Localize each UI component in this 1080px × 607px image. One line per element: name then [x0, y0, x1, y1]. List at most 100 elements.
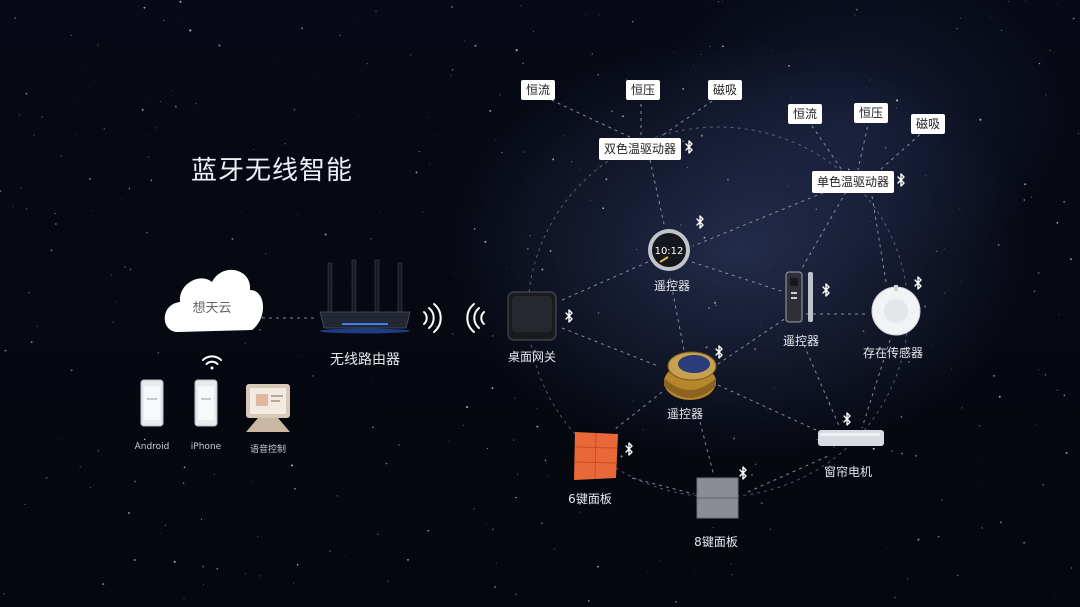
star	[213, 474, 215, 476]
star	[896, 99, 899, 102]
star	[1049, 49, 1052, 52]
link-watch-bar	[691, 261, 785, 293]
star	[869, 220, 871, 222]
star	[143, 438, 146, 441]
bar-remote-icon	[785, 271, 813, 323]
star	[713, 301, 717, 304]
star	[533, 349, 536, 352]
star	[407, 559, 409, 561]
star	[1044, 374, 1047, 376]
star	[231, 238, 234, 240]
router-label: 无线路由器	[330, 352, 400, 368]
bluetooth-icon	[914, 276, 922, 290]
dual-color-driver-tag: 双色温驱动器	[599, 138, 682, 160]
star	[296, 563, 299, 566]
star	[815, 208, 818, 211]
star	[600, 343, 602, 345]
star	[267, 292, 269, 294]
star	[668, 60, 670, 61]
star	[18, 114, 21, 116]
star	[760, 325, 762, 326]
link-single-watch	[692, 189, 831, 247]
star	[398, 444, 400, 446]
star	[659, 559, 661, 561]
star	[61, 121, 63, 123]
star	[418, 151, 420, 152]
star	[1025, 458, 1027, 460]
star	[427, 116, 429, 118]
star	[282, 569, 284, 571]
star	[844, 153, 846, 155]
gold-remote-label: 遥控器	[666, 407, 704, 421]
star	[943, 292, 946, 294]
star	[259, 575, 261, 577]
star	[570, 161, 573, 163]
star	[682, 87, 685, 90]
star	[997, 244, 1000, 246]
star	[316, 74, 317, 76]
star	[597, 312, 600, 314]
cloud-icon	[164, 269, 264, 332]
star	[527, 248, 529, 250]
star	[1024, 183, 1027, 186]
star	[956, 27, 958, 30]
star	[298, 354, 299, 356]
star	[415, 171, 418, 174]
star	[585, 14, 587, 16]
star	[1000, 521, 1002, 524]
star	[216, 568, 218, 570]
star	[487, 448, 488, 449]
star	[1056, 389, 1059, 391]
star	[339, 34, 342, 37]
link-single-hengliu	[807, 119, 843, 171]
star	[767, 408, 768, 410]
star	[324, 233, 327, 236]
bluetooth-icon	[625, 442, 633, 456]
star	[385, 462, 388, 465]
star	[859, 420, 860, 421]
link-gold-curtain	[717, 384, 817, 431]
star	[754, 348, 756, 350]
star	[76, 134, 78, 135]
star	[379, 212, 381, 213]
star	[751, 473, 753, 476]
star	[847, 168, 850, 171]
star	[632, 21, 634, 23]
star	[127, 114, 129, 116]
star	[356, 16, 358, 17]
star	[705, 346, 708, 349]
star	[597, 565, 599, 568]
star	[89, 177, 91, 180]
star	[61, 438, 63, 439]
star	[925, 175, 926, 176]
star	[174, 105, 177, 108]
star	[1038, 62, 1041, 65]
star	[83, 534, 84, 536]
star	[579, 503, 582, 506]
android-phone-icon	[140, 379, 164, 427]
star	[147, 155, 150, 158]
link-dual-hengliu	[544, 96, 633, 139]
star	[515, 49, 518, 52]
star	[884, 146, 887, 149]
star	[0, 295, 1, 297]
star	[769, 528, 771, 530]
star	[266, 457, 267, 459]
star	[855, 8, 858, 11]
link-8key-curtain	[747, 455, 829, 493]
bluetooth-icon	[565, 309, 573, 323]
star	[163, 19, 165, 22]
star	[50, 249, 53, 252]
star	[222, 429, 223, 431]
star	[832, 446, 835, 448]
star	[901, 452, 903, 455]
star	[626, 78, 628, 81]
star	[722, 45, 724, 47]
star	[485, 523, 487, 526]
iphone-label: iPhone	[190, 442, 222, 452]
star	[491, 387, 494, 390]
star	[195, 102, 197, 105]
star	[654, 400, 656, 402]
star	[181, 22, 183, 23]
watch-clock-text: 10:12	[655, 246, 684, 257]
